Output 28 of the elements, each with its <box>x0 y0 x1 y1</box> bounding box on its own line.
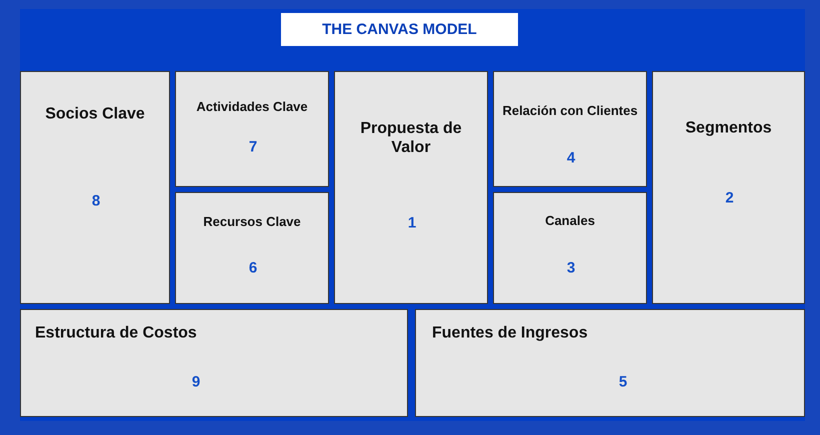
block-heading: Fuentes de Ingresos <box>432 323 588 343</box>
block-number: 7 <box>248 138 258 156</box>
block-number: 3 <box>566 260 576 276</box>
block-number: 8 <box>92 192 100 210</box>
block-heading: Canales <box>544 213 596 229</box>
block-number: 4 <box>566 150 576 166</box>
block-number: 6 <box>248 260 258 276</box>
block-number: 9 <box>192 374 200 390</box>
block-number: 5 <box>618 374 628 390</box>
block-heading: Actividades Clave <box>195 99 309 115</box>
block-heading: Socios Clave <box>44 104 146 124</box>
canvas-block <box>20 309 408 417</box>
canvas-block <box>20 71 170 304</box>
canvas-block <box>334 71 488 304</box>
block-heading: Recursos Clave <box>202 214 302 230</box>
canvas-block <box>493 71 647 187</box>
block-heading: Relación con Clientes <box>501 103 639 119</box>
title-banner: THE CANVAS MODEL <box>281 13 518 46</box>
block-heading: Propuesta de Valor <box>359 118 463 158</box>
block-number: 1 <box>408 214 416 232</box>
canvas-block <box>652 71 805 304</box>
block-heading: Segmentos <box>684 118 773 138</box>
block-number: 2 <box>725 190 734 206</box>
block-heading: Estructura de Costos <box>35 323 197 343</box>
canvas-block <box>175 192 329 304</box>
canvas-block <box>175 71 329 187</box>
canvas-block <box>493 192 647 304</box>
canvas-block <box>415 309 805 417</box>
